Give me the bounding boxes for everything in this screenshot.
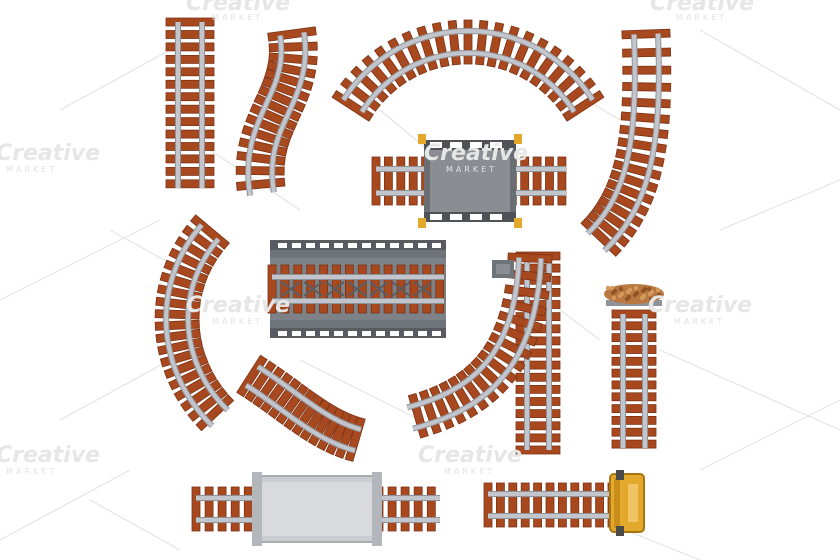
crossing-road [418, 134, 522, 228]
watermark-crossing: Creative MARKET [424, 141, 528, 174]
svg-text:MARKET: MARKET [676, 13, 727, 22]
watermark-middle-right: Creative MARKET [648, 293, 752, 326]
wide-arc-track [331, 19, 605, 122]
right-tall-curve-track [580, 28, 672, 257]
buffer-stop-track [483, 470, 645, 536]
svg-text:Creative: Creative [650, 0, 754, 16]
gravel-buffer-track [604, 284, 664, 449]
svg-text:Creative: Creative [0, 443, 100, 468]
left-c-curve-track [154, 214, 235, 432]
svg-text:Creative: Creative [186, 293, 290, 318]
watermark-top-center: Creative MARKET [186, 0, 290, 22]
svg-text:MARKET: MARKET [6, 467, 57, 476]
svg-text:Creative: Creative [424, 141, 528, 166]
switch-junction-track [406, 251, 561, 455]
svg-text:MARKET: MARKET [674, 317, 725, 326]
gentle-s-curve-track [235, 26, 318, 197]
watermark-bottom-center: Creative MARKET [418, 443, 522, 476]
bridge-track [267, 240, 446, 338]
watermark-left-upper: Creative MARKET [0, 141, 100, 174]
svg-text:MARKET: MARKET [212, 13, 263, 22]
buffer-stop [609, 470, 645, 536]
watermark-left-lower: Creative MARKET [0, 443, 100, 476]
watermark-middle-left: Creative MARKET [186, 293, 290, 326]
svg-text:Creative: Creative [648, 293, 752, 318]
lower-left-curve-track [236, 354, 366, 462]
svg-text:MARKET: MARKET [446, 165, 497, 174]
svg-text:MARKET: MARKET [444, 467, 495, 476]
tunnel-track [191, 472, 440, 546]
svg-text:Creative: Creative [0, 141, 100, 166]
watermark-top-right: Creative MARKET [650, 0, 754, 22]
svg-text:MARKET: MARKET [6, 165, 57, 174]
svg-text:Creative: Creative [418, 443, 522, 468]
svg-text:Creative: Creative [186, 0, 290, 16]
straight-track [165, 17, 215, 189]
level-crossing-track [371, 134, 567, 228]
svg-text:MARKET: MARKET [212, 317, 263, 326]
